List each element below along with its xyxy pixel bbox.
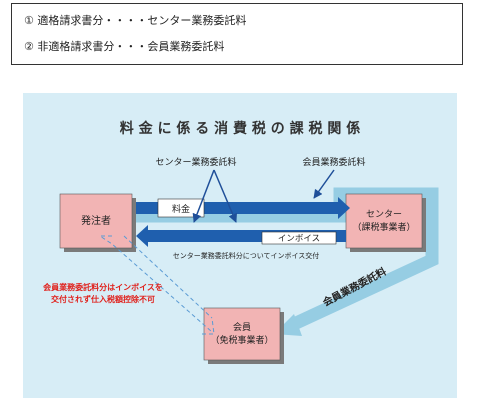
invoice-box: [261, 231, 337, 245]
fee-box: [157, 198, 205, 218]
member-label-status: （免税事業者）: [210, 334, 273, 346]
orderer-box: [59, 193, 133, 249]
invoice-note: センター業務委託料分についてインボイス交付: [173, 251, 320, 260]
member-box: [203, 307, 281, 361]
legend-line-qualified-invoice: ① 適格請求書分・・・・センター業務委託料: [24, 14, 247, 27]
diagram-title: 料 金 に 係 る 消 費 税 の 課 税 関 係: [120, 120, 361, 137]
center-fee-label: センター業務委託料: [155, 156, 236, 168]
no-invoice-dashed-arrow-inner: [123, 235, 213, 319]
member-fee-pointer: [313, 169, 335, 199]
center-label-status: （課税事業者）: [352, 221, 415, 233]
no-invoice-dashed-arrow-outer: [98, 235, 213, 333]
orderer-label: 発注者: [81, 214, 111, 227]
fee-box-label: 料金: [172, 203, 190, 215]
no-invoice-dashed-arrow-tail: [202, 317, 215, 335]
legend-box: ① 適格請求書分・・・・センター業務委託料 ② 非適格請求書分・・・会員業務委託…: [11, 3, 463, 65]
warning-line-1: 会員業務委託料分はインボイスを: [43, 282, 163, 292]
warning-line-2: 交付されず仕入税額控除不可: [51, 294, 155, 304]
center-fee-pointer-invoice: [213, 169, 237, 223]
center-label-name: センター: [366, 209, 402, 220]
member-label-name: 会員: [233, 321, 251, 333]
center-fee-pointer-fee: [192, 169, 215, 223]
invoice-box-label: インボイス: [278, 234, 320, 244]
member-fee-label: 会員業務委託料: [302, 156, 365, 168]
center-box: [345, 193, 423, 249]
legend-line-nonqualified-invoice: ② 非適格請求書分・・・会員業務委託料: [24, 40, 225, 53]
